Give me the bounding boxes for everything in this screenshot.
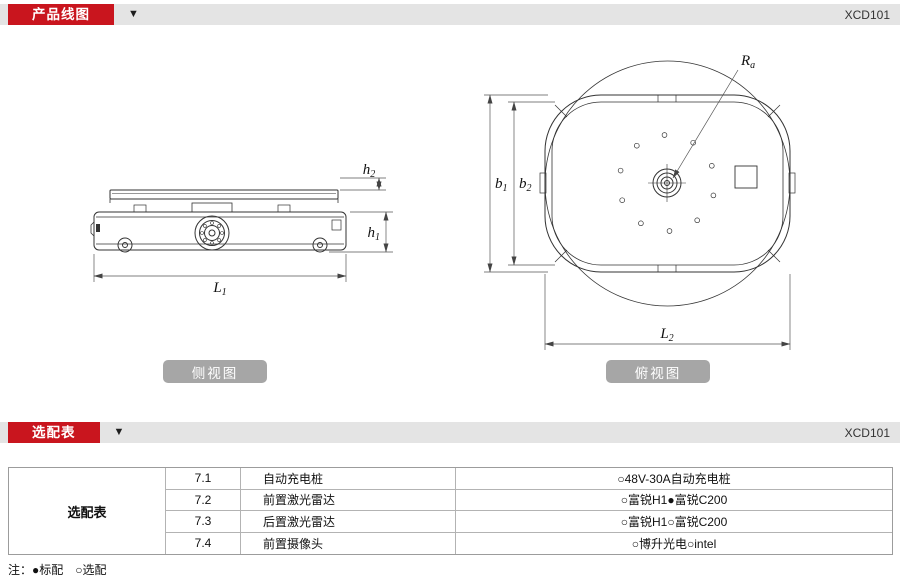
dim-label-b2: b2 [519, 176, 532, 194]
table-cell-item: 前置摄像头 [241, 532, 456, 554]
section-title-badge: 产品线图 [8, 4, 114, 25]
section-header-product-drawing: 产品线图 ▼ XCD101 [0, 4, 900, 25]
top-dimension-lines [484, 69, 791, 350]
drive-flange [194, 215, 230, 251]
section-title: 产品线图 [32, 7, 90, 22]
table-cell-no: 7.3 [166, 511, 241, 533]
top-view-drawing: Ra b1 b2 L2 [484, 53, 796, 350]
dim-label-h2: h2 [363, 162, 376, 180]
model-code: XCD101 [844, 425, 890, 440]
dim-label-Ra: Ra [740, 53, 755, 71]
table-cell-no: 7.4 [166, 532, 241, 554]
table-cell-item: 前置激光雷达 [241, 489, 456, 511]
top-view-caption: 俯视图 [606, 360, 710, 383]
side-view-caption: 侧视图 [163, 360, 267, 383]
side-dimension-lines [93, 177, 393, 282]
triangle-marker-icon: ▼ [128, 8, 139, 20]
section-title: 选配表 [32, 425, 76, 440]
section-header-options: 选配表 ▼ XCD101 [0, 422, 900, 443]
table-row-header: 选配表 [9, 468, 166, 554]
section-title-badge: 选配表 [8, 422, 100, 443]
table-cell-no: 7.2 [166, 489, 241, 511]
dim-label-L1: L1 [212, 280, 226, 298]
table-cell-choices: ○48V-30A自动充电桩 [456, 468, 892, 490]
component-box [734, 165, 758, 189]
dim-label-b1: b1 [495, 176, 508, 194]
top-view-caption-label: 俯视图 [634, 365, 682, 381]
robot-top-body [539, 60, 796, 307]
triangle-marker-icon: ▼ [113, 426, 125, 438]
side-view-drawing: h2 h1 L1 [90, 162, 393, 298]
mounting-holes [617, 132, 717, 234]
robot-side-body [90, 189, 347, 253]
table-cell-choices: ○富锐H1○富锐C200 [456, 511, 892, 533]
side-view-caption-label: 侧视图 [191, 365, 239, 381]
table-cell-choices: ○博升光电○intel [631, 536, 717, 551]
table-cell-no: 7.1 [166, 468, 241, 490]
legend-note: 注：●标配 ○选配 [8, 563, 107, 577]
side-dimension-labels: h2 h1 L1 [212, 162, 380, 298]
rotation-hub [648, 164, 686, 202]
model-code: XCD101 [844, 7, 890, 22]
table-cell-item: 后置激光雷达 [241, 511, 456, 533]
top-dimension-labels: Ra b1 b2 L2 [495, 53, 755, 344]
options-table: 选配表 7.1 自动充电桩 ○48V-30A自动充电桩 7.2 前置激光雷达 ○… [8, 467, 893, 555]
dim-label-L2: L2 [659, 326, 673, 344]
dim-label-h1: h1 [368, 225, 381, 243]
table-cell-choices: ○富锐H1●富锐C200 [456, 490, 892, 511]
table-cell-item: 自动充电桩 [241, 468, 456, 490]
